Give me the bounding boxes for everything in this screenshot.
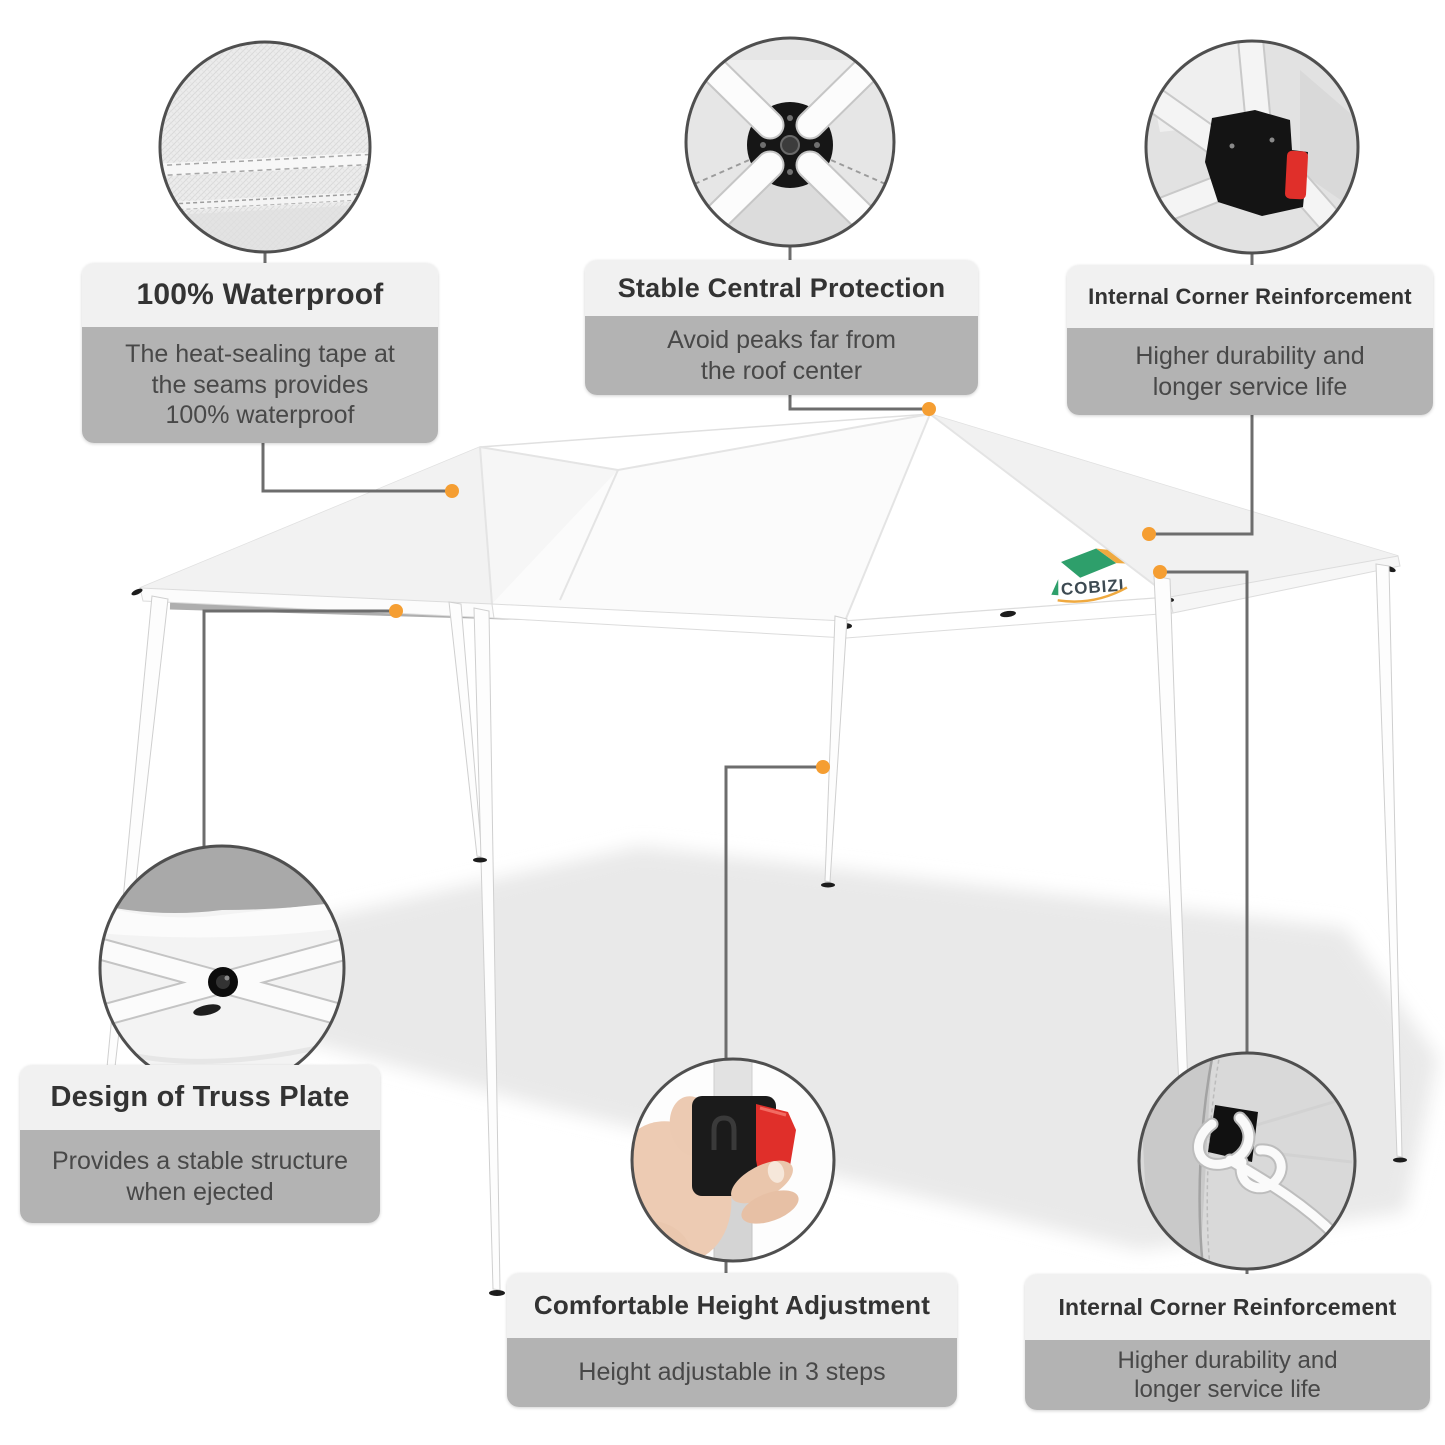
callout-title: Stable Central Protection <box>585 260 978 316</box>
callout-body: Provides a stable structure when ejected <box>20 1130 380 1223</box>
canopy <box>139 413 1399 622</box>
canopy-seams <box>479 413 1166 622</box>
callout-title: Internal Corner Reinforcement <box>1067 265 1433 328</box>
callout-body: The heat-sealing tape at the seams provi… <box>82 327 438 443</box>
callout-anchor-dots <box>389 402 1167 774</box>
callout-body: Height adjustable in 3 steps <box>507 1338 957 1407</box>
tent-leg <box>824 615 848 883</box>
callout-height-adjustment: Comfortable Height Adjustment Height adj… <box>507 1273 957 1407</box>
roof-center-hub-photo <box>684 36 896 248</box>
seam-closeup-photo <box>158 40 372 254</box>
height-adjustment-photo <box>630 1057 836 1263</box>
corner-bracket-photo <box>1144 39 1360 255</box>
roof-poles <box>697 53 883 237</box>
callout-title: Internal Corner Reinforcement <box>1025 1274 1430 1340</box>
callout-body: Higher durability and longer service lif… <box>1025 1340 1430 1410</box>
callout-corner-reinforcement-bottom: Internal Corner Reinforcement Higher dur… <box>1025 1274 1430 1410</box>
tent-leg <box>1375 563 1403 1158</box>
callout-title: 100% Waterproof <box>82 263 438 327</box>
callout-title: Comfortable Height Adjustment <box>507 1273 957 1338</box>
callout-central-protection: Stable Central Protection Avoid peaks fa… <box>585 260 978 395</box>
ground-shadow <box>190 846 1438 1250</box>
callout-truss-plate: Design of Truss Plate Provides a stable … <box>20 1065 380 1223</box>
rope-corner-photo <box>1137 1051 1357 1271</box>
callout-waterproof: 100% Waterproof The heat-sealing tape at… <box>82 263 438 443</box>
callout-corner-reinforcement-top: Internal Corner Reinforcement Higher dur… <box>1067 265 1433 415</box>
brand-logo: COBIZI <box>1051 548 1128 603</box>
callout-body: Avoid peaks far from the roof center <box>585 316 978 395</box>
red-release-button <box>1285 150 1308 200</box>
callout-body: Higher durability and longer service lif… <box>1067 328 1433 415</box>
truss-plate-photo <box>98 844 346 1092</box>
tent-leg <box>473 607 501 1291</box>
brand-logo-text: COBIZI <box>1060 576 1125 599</box>
callout-title: Design of Truss Plate <box>20 1065 380 1130</box>
